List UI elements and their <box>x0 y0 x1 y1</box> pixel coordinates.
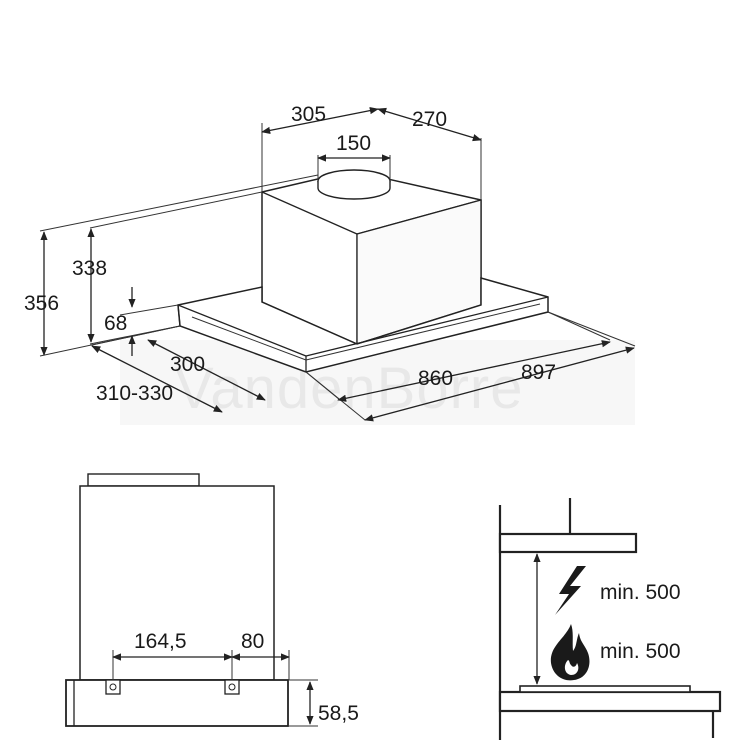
cooktop-profile <box>498 690 722 713</box>
dim-356: 356 <box>24 292 59 315</box>
flame-icon <box>550 624 590 681</box>
dim-860: 860 <box>418 367 453 390</box>
mounting-bracket-right <box>224 679 240 695</box>
electric-clearance-label: min. 500 <box>600 581 681 604</box>
dim-80: 80 <box>241 630 264 653</box>
isometric-view: 305 270 150 338 356 68 300 310-330 860 8… <box>24 103 636 422</box>
clearance-diagram: min. 500 min. 500 <box>498 498 722 740</box>
dim-310-330: 310-330 <box>96 382 173 405</box>
dim-305: 305 <box>291 103 326 126</box>
duct-outlet <box>317 169 391 200</box>
dim-150: 150 <box>336 132 371 155</box>
gas-clearance-label: min. 500 <box>600 640 681 663</box>
lightning-icon <box>555 566 586 615</box>
watermark-text: VandenBorre <box>175 356 524 421</box>
mounting-bracket-left <box>105 679 121 695</box>
hood-side-profile <box>498 532 638 554</box>
dim-897: 897 <box>521 361 556 384</box>
side-view: 164,5 80 58,5 <box>65 473 359 727</box>
dim-68: 68 <box>104 312 127 335</box>
dimension-arrows <box>40 107 635 422</box>
dim-164-5: 164,5 <box>134 630 187 653</box>
dim-338: 338 <box>72 257 107 280</box>
dim-300: 300 <box>170 353 205 376</box>
extension-lines <box>39 123 636 421</box>
dim-58-5: 58,5 <box>318 702 359 725</box>
dim-270: 270 <box>412 108 447 131</box>
